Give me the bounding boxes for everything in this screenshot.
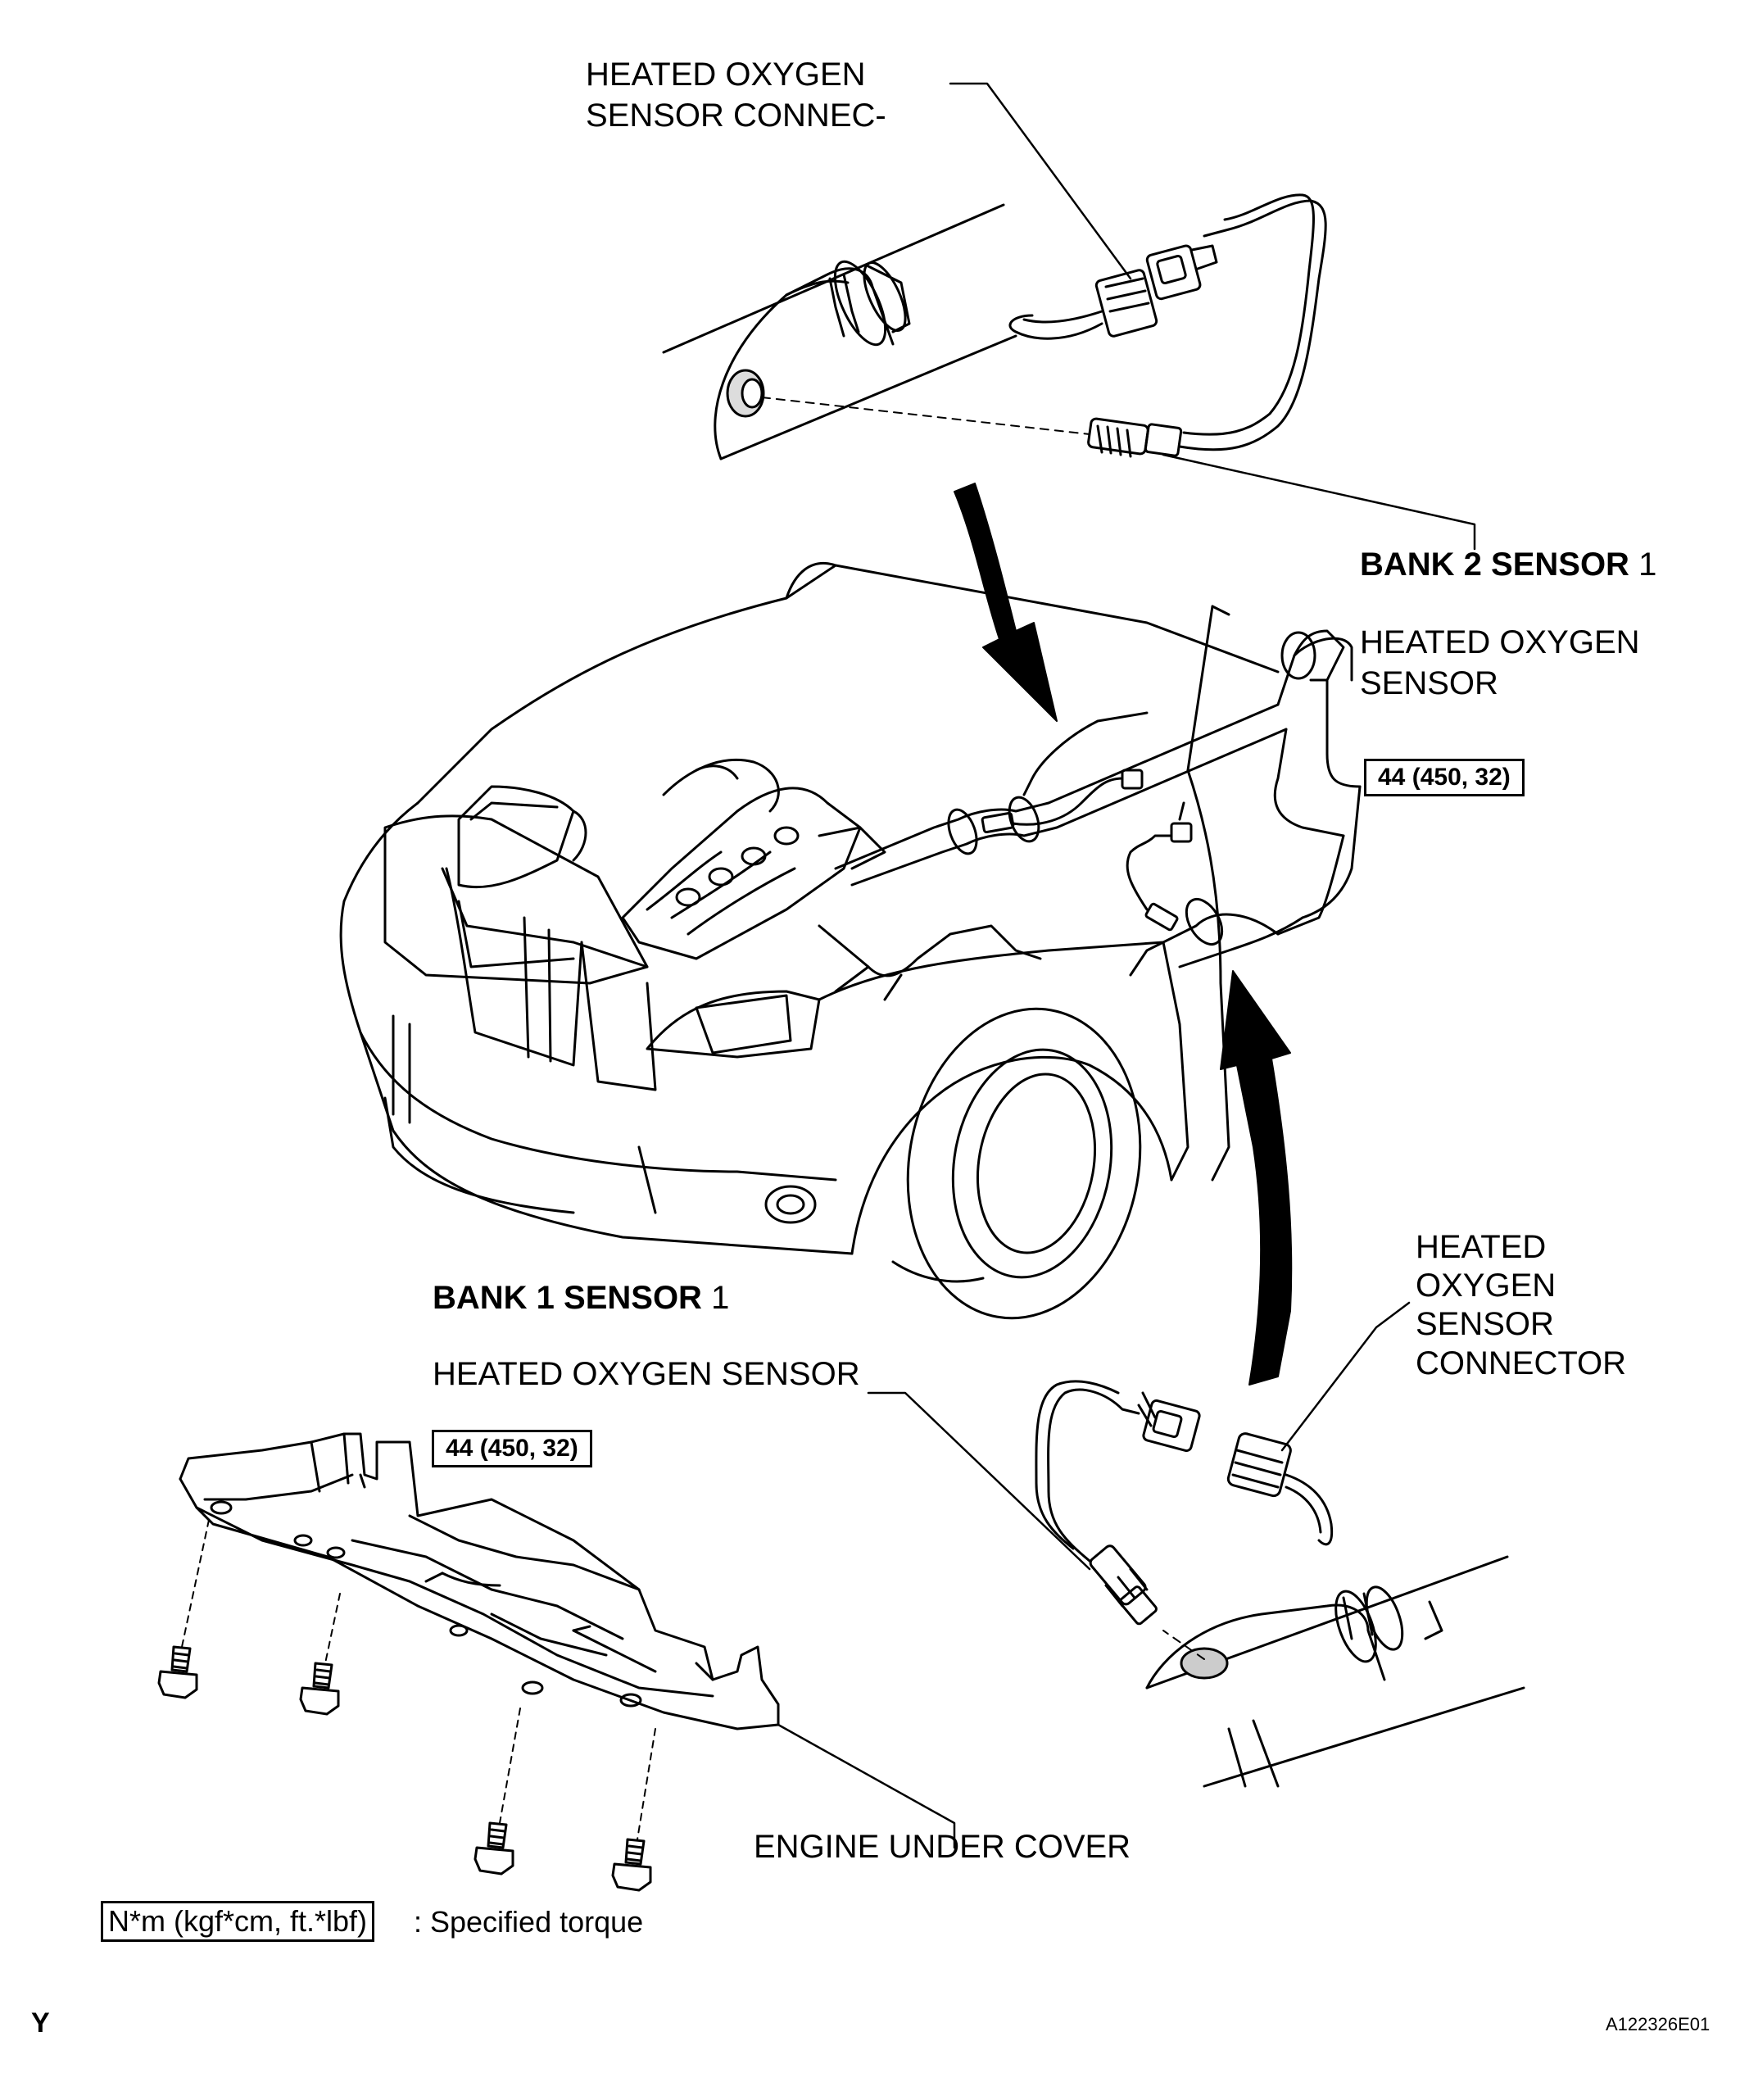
label-right-connector-line1: HEATED [1416,1229,1547,1265]
bolt-guides [181,1519,656,1840]
top-exhaust-pipe [662,203,1017,460]
torque-badge-bank1: 44 (450, 32) [432,1430,592,1467]
bolt-2 [299,1662,340,1716]
bolt-1 [157,1645,198,1699]
label-engine-under-cover: ENGINE UNDER COVER [754,1829,1131,1865]
label-bank2-title-bold: BANK 2 SENSOR [1360,547,1629,583]
legend-description: : Specified torque [414,1905,644,1939]
legend-torque-unit-box: N*m (kgf*cm, ft.*lbf) [101,1901,375,1942]
bottom-exhaust-pipe [1145,1555,1525,1788]
vehicle-body [339,561,1362,1320]
bank1-dashed-guide [1162,1630,1205,1660]
label-bank1-title: BANK 1 SENSOR 1 [433,1278,729,1318]
label-top-connector-line2: SENSOR CONNEC- [586,98,886,134]
arrow-top-down [954,483,1058,722]
bolt-3 [474,1821,514,1875]
label-bank2-sensor-line1: HEATED OXYGEN [1360,624,1640,660]
label-bank1-sensor: HEATED OXYGEN SENSOR [433,1356,860,1392]
leader-top-connector [949,82,1132,280]
leader-right-connector [1280,1301,1411,1452]
label-top-connector-line1: HEATED OXYGEN [586,57,866,93]
label-bank2-sensor-line2: SENSOR [1360,665,1498,701]
leader-bank2-sensor [1162,453,1476,551]
label-bank2-title-num: 1 [1629,547,1657,583]
engine-under-cover-drawing [179,1432,780,1730]
arrow-bottom-up [1220,970,1293,1386]
label-bank1-title-bold: BANK 1 SENSOR [433,1280,702,1316]
corner-mark: Y [31,2007,50,2039]
label-bank2-title: BANK 2 SENSOR 1 [1360,545,1656,584]
bank2-sensor-drawing [1087,193,1327,458]
bolt-4 [611,1838,652,1892]
leader-bank1-sensor [867,1391,1091,1571]
bank1-sensor-drawing [1035,1380,1158,1626]
figure-code: A122326E01 [1606,2014,1711,2034]
top-connector-drawing [1008,244,1218,340]
leader-engine-under-cover [777,1723,956,1849]
label-right-connector-line4: CONNECTOR [1416,1345,1627,1381]
label-right-connector-line3: SENSOR [1416,1306,1554,1342]
bank2-dashed-guide [761,397,1090,435]
label-bank1-title-num: 1 [701,1280,730,1316]
bank1-connector-drawing [1137,1391,1334,1546]
label-right-connector-line2: OXYGEN [1416,1268,1556,1304]
torque-badge-bank2: 44 (450, 32) [1364,759,1525,796]
